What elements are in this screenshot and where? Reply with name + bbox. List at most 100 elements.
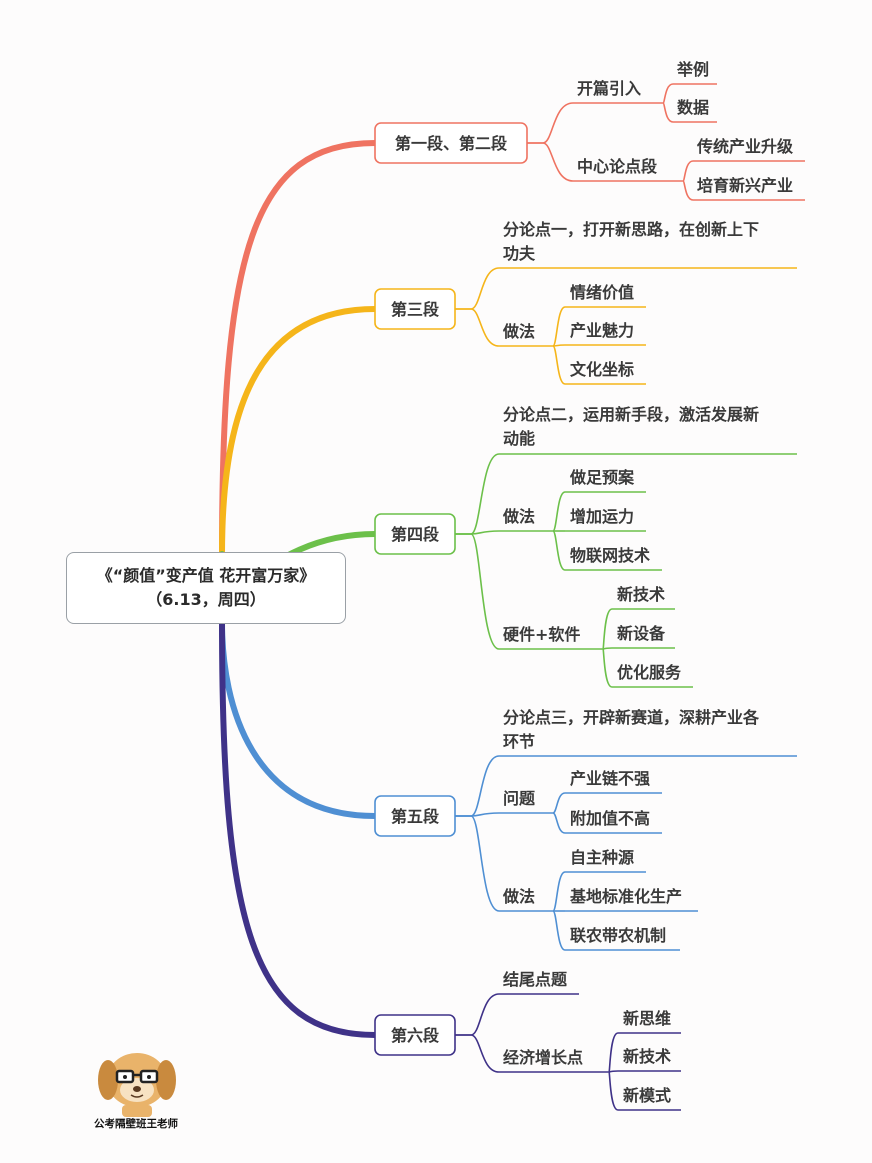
leaf-label: 数据 [677, 98, 709, 117]
leaf-connector [602, 608, 613, 650]
branch-label: 经济增长点 [503, 1048, 583, 1067]
leaf-item[interactable]: 培育新兴产业 [682, 176, 805, 201]
leaf-item[interactable]: 优化服务 [602, 648, 693, 688]
leaf-item[interactable]: 新技术 [608, 1047, 681, 1073]
leaf-connector [602, 647, 613, 650]
leaf-item[interactable]: 新思维 [608, 1009, 681, 1073]
branch-label-line1: 分论点三，开辟新赛道，深耕产业各 [503, 708, 760, 727]
branch-label-line2: 环节 [503, 732, 535, 751]
leaf-label: 新设备 [617, 624, 666, 643]
leaf-item[interactable]: 产业魅力 [552, 321, 646, 347]
branch-label: 结尾点题 [502, 970, 568, 989]
leaf-label: 优化服务 [617, 663, 682, 682]
leaf-connector [552, 491, 566, 532]
section-4: 分论点三，开辟新赛道，深耕产业各环节问题产业链不强附加值不高做法自主种源基地标准… [374, 708, 797, 951]
leaf-item[interactable]: 物联网技术 [552, 530, 662, 571]
branch-label-line2: 功夫 [503, 244, 536, 263]
leaf-connector [552, 345, 566, 385]
root-topic[interactable]: 《“颜值”变产值 花开富万家》 （6.13，周四） [66, 552, 346, 624]
leaf-label: 自主种源 [570, 848, 634, 867]
leaf-label: 培育新兴产业 [697, 176, 793, 195]
leaf-label: 情绪价值 [570, 283, 634, 302]
section-box [374, 1014, 456, 1056]
leaf-item[interactable]: 传统产业升级 [682, 137, 805, 182]
leaf-connector [608, 1070, 619, 1073]
leaf-item[interactable]: 基地标准化生产 [552, 887, 698, 912]
main-connector [219, 619, 378, 819]
watermark-caption: 公考隔壁班王老师 [94, 1118, 178, 1130]
leaf-connector [608, 1032, 619, 1073]
section-node[interactable]: 第六段 [374, 1014, 456, 1056]
branch-label: 做法 [502, 322, 535, 341]
leaf-item[interactable]: 新设备 [602, 624, 675, 650]
mascot-dog-icon [98, 1053, 176, 1117]
branch-connector [455, 815, 500, 912]
leaf-item[interactable]: 增加运力 [553, 507, 646, 532]
main-connector [219, 619, 378, 1038]
leaf-connector [552, 530, 566, 571]
leaf-connector [552, 344, 566, 347]
branch-connector [527, 102, 574, 144]
branch-connector [455, 308, 500, 347]
branch[interactable]: 结尾点题 [455, 970, 579, 1036]
root-title: 《“颜值”变产值 花开富万家》 [96, 566, 316, 585]
leaf-label: 产业链不强 [570, 769, 650, 788]
leaf-label: 新模式 [623, 1086, 671, 1105]
leaf-item[interactable]: 数据 [662, 98, 717, 123]
leaf-item[interactable]: 做足预案 [552, 468, 646, 532]
section-node[interactable]: 第三段 [374, 288, 456, 330]
section-node[interactable]: 第一段、第二段 [374, 122, 528, 164]
branch-label-line1: 分论点一，打开新思路，在创新上下 [503, 220, 759, 239]
leaf-label: 做足预案 [569, 468, 635, 487]
section-box [374, 513, 456, 555]
branch-connector [455, 267, 500, 310]
leaf-item[interactable]: 产业链不强 [552, 769, 662, 814]
leaf-connector [682, 180, 694, 201]
leaf-item[interactable]: 联农带农机制 [552, 910, 680, 951]
leaf-connector [552, 910, 566, 951]
section-node[interactable]: 第五段 [374, 795, 456, 837]
branch-label: 做法 [502, 887, 535, 906]
leaf-label: 物联网技术 [570, 546, 650, 565]
leaf-label: 文化坐标 [570, 360, 634, 379]
leaf-label: 新思维 [623, 1009, 671, 1028]
leaf-item[interactable]: 新技术 [602, 585, 675, 650]
section-label: 第三段 [391, 300, 440, 319]
leaf-item[interactable]: 举例 [662, 60, 717, 104]
leaf-label: 产业魅力 [570, 321, 634, 340]
leaf-item[interactable]: 附加值不高 [552, 809, 662, 834]
section-label: 第六段 [391, 1026, 440, 1045]
leaf-label: 增加运力 [570, 507, 634, 526]
leaf-connector [552, 792, 566, 814]
leaf-item[interactable]: 新模式 [608, 1071, 681, 1111]
leaf-connector [682, 160, 694, 182]
branch-label: 做法 [502, 507, 535, 526]
section-box [374, 288, 456, 330]
leaf-item[interactable]: 情绪价值 [552, 283, 646, 347]
leaf-connector [552, 306, 566, 347]
leaf-label: 传统产业升级 [696, 137, 794, 156]
section-label: 第一段、第二段 [395, 134, 508, 153]
branch-label-line2: 动能 [503, 429, 535, 448]
leaf-label: 举例 [676, 60, 709, 79]
section-box [374, 122, 528, 164]
leaf-connector [662, 83, 674, 104]
section-node[interactable]: 第四段 [374, 513, 456, 555]
leaf-item[interactable]: 文化坐标 [552, 345, 646, 385]
leaf-item[interactable]: 自主种源 [552, 848, 646, 912]
main-connector [219, 140, 378, 557]
